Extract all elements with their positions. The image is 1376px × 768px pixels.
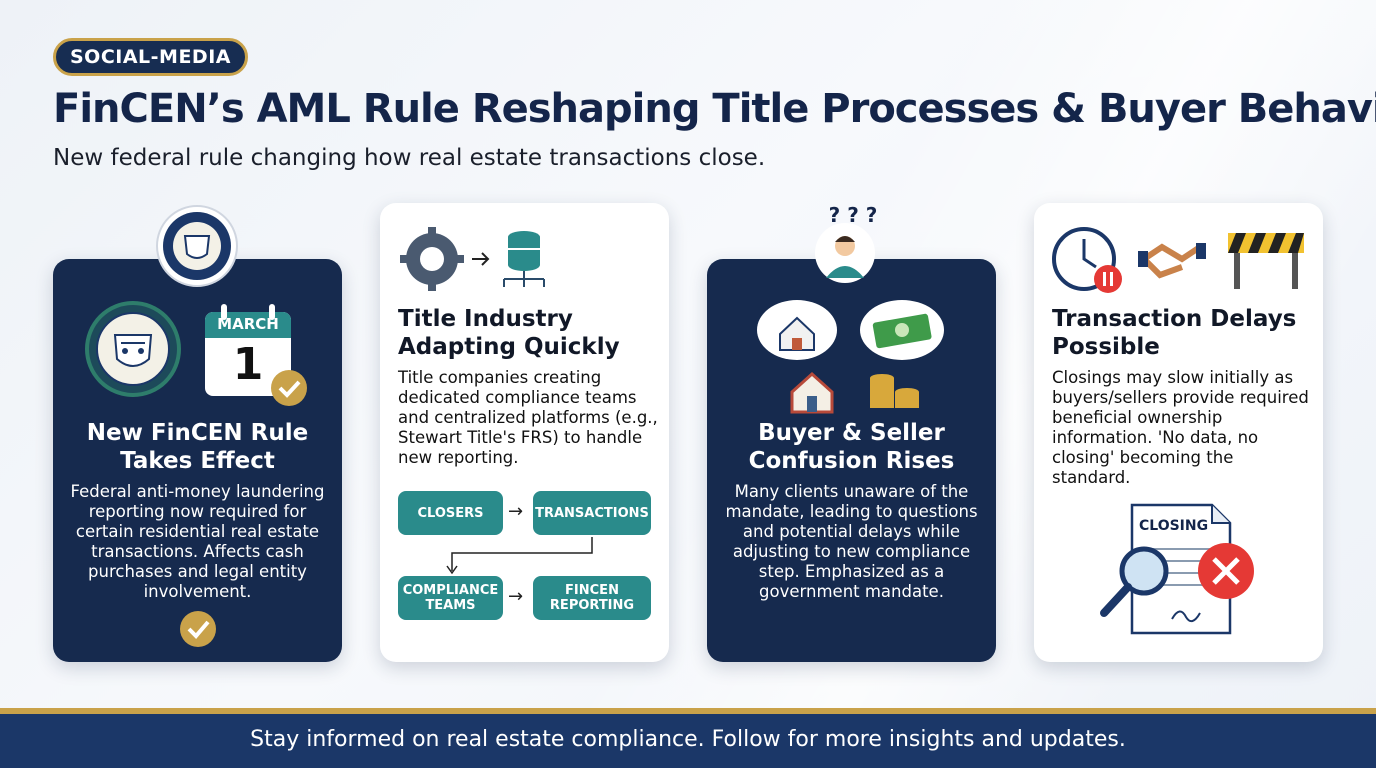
card-title-industry: Title Industry Adapting Quickly Title co… [380,203,669,662]
card-transaction-delays: Transaction Delays Possible Closings may… [1034,203,1323,662]
confused-person-icon [815,223,875,283]
card-heading-line2: Possible [1052,334,1160,360]
calendar-day: 1 [232,339,264,390]
clock-handshake-barrier-icon [1052,227,1304,293]
flow-step-transactions: TRANSACTIONS [533,491,651,535]
card-body: Title companies creating dedicated compl… [398,368,658,467]
flow-step-compliance-teams: COMPLIANCE TEAMS [398,576,503,620]
page-title: FinCEN’s AML Rule Reshaping Title Proces… [53,86,1376,132]
card-body: Many clients unaware of the mandate, lea… [725,482,978,601]
card-heading-line1: New FinCEN Rule [86,420,309,446]
category-badge[interactable]: SOCIAL-MEDIA [53,38,248,76]
calendar-icon [205,304,307,406]
card-heading-line2: Confusion Rises [748,448,955,474]
closing-document-label: CLOSING [1139,518,1209,534]
card-buyer-confusion: Buyer & Seller Confusion Rises Many clie… [707,259,996,662]
card-heading-line2: Takes Effect [120,448,275,474]
flow-step-fincen-reporting: FINCEN REPORTING [533,576,651,620]
gear-to-database-icon [400,227,545,291]
card-heading-line1: Buyer & Seller [758,420,945,446]
flow-arrow: → [508,586,524,607]
card-heading-line2: Adapting Quickly [398,334,620,360]
rejected-closing-document-icon [1100,503,1254,635]
calendar-month: MARCH [217,315,279,333]
page-subtitle: New federal rule changing how real estat… [53,145,766,171]
footer-banner: Stay informed on real estate compliance.… [0,708,1376,768]
treasury-seal-icon [85,301,181,397]
flow-connector [446,537,593,575]
card-fincen-rule: MARCH 1 New FinCEN Rule Takes Effect Fed… [53,259,342,662]
card-body: Closings may slow initially as buyers/se… [1052,368,1309,487]
checkmark-icon [180,611,216,647]
card-body: Federal anti-money laundering reporting … [70,482,325,601]
treasury-seal-top-icon [156,205,238,287]
flow-arrow: → [508,501,524,522]
card-heading-line1: Transaction Delays [1052,306,1297,332]
flow-step-closers: CLOSERS [398,491,503,535]
house-money-thought-icon [757,300,944,414]
card-heading-line1: Title Industry [398,306,573,332]
question-marks: ? ? ? [828,203,878,227]
